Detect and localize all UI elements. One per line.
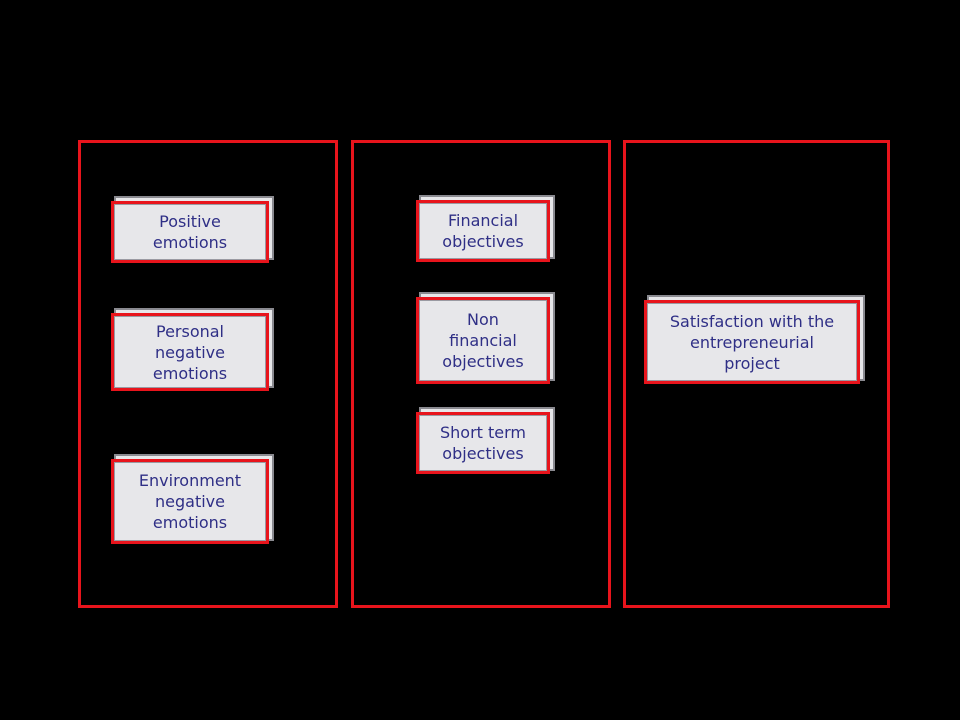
node-label: Personal negative emotions <box>152 321 228 383</box>
node-label: Non financial objectives <box>442 310 524 371</box>
node-short-term-objectives: Short term objectives <box>416 412 550 474</box>
node-label: Short term objectives <box>439 423 527 463</box>
node-label: Satisfaction with the entrepreneurial pr… <box>669 311 835 373</box>
node-financial-objectives: Financial objectives <box>416 200 550 262</box>
emotions-column-frame <box>78 140 338 608</box>
node-environment-negative-emotions: Environment negative emotions <box>111 459 269 544</box>
objectives-column-frame <box>351 140 611 608</box>
node-label: Environment negative emotions <box>138 471 242 532</box>
node-label: Positive emotions <box>152 212 228 252</box>
node-personal-negative-emotions: Personal negative emotions <box>111 313 269 391</box>
node-non-financial-objectives: Non financial objectives <box>416 297 550 384</box>
node-label: Financial objectives <box>442 211 524 251</box>
node-satisfaction-with-project: Satisfaction with the entrepreneurial pr… <box>644 300 860 384</box>
node-positive-emotions: Positive emotions <box>111 201 269 263</box>
satisfaction-column-frame <box>623 140 890 608</box>
